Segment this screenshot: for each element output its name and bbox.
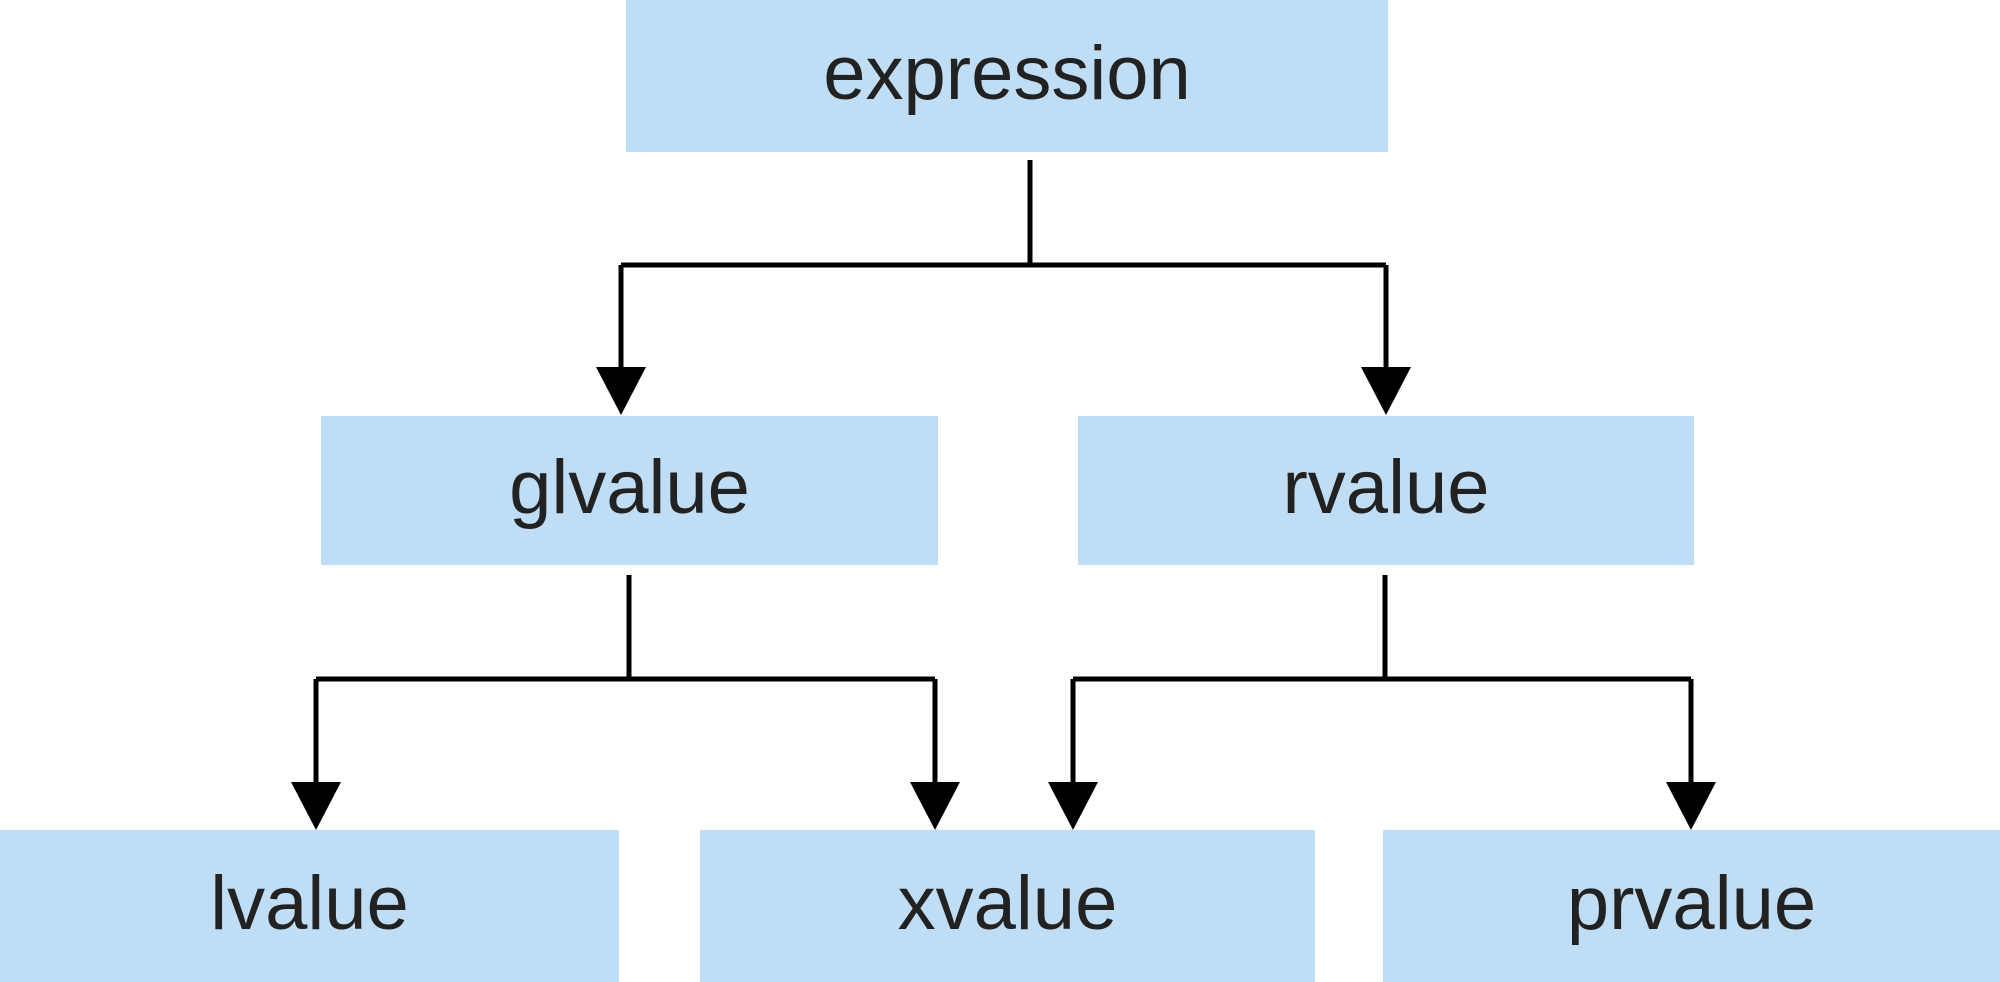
- arrowhead-icon: [291, 782, 341, 830]
- arrowhead-icon: [1361, 367, 1411, 415]
- node-xvalue: xvalue: [700, 830, 1315, 982]
- node-expression: expression: [626, 0, 1388, 152]
- edge-rvalue-split: [1073, 575, 1691, 682]
- node-lvalue: lvalue: [0, 830, 619, 982]
- arrowhead-icon: [910, 782, 960, 830]
- node-rvalue: rvalue: [1078, 416, 1694, 565]
- edge-glvalue-split: [316, 575, 935, 682]
- arrowhead-icon: [1666, 782, 1716, 830]
- edge-expression-split: [621, 160, 1386, 268]
- arrowhead-icon: [596, 367, 646, 415]
- node-glvalue: glvalue: [321, 416, 938, 565]
- node-prvalue: prvalue: [1383, 830, 2000, 982]
- arrowhead-icon: [1048, 782, 1098, 830]
